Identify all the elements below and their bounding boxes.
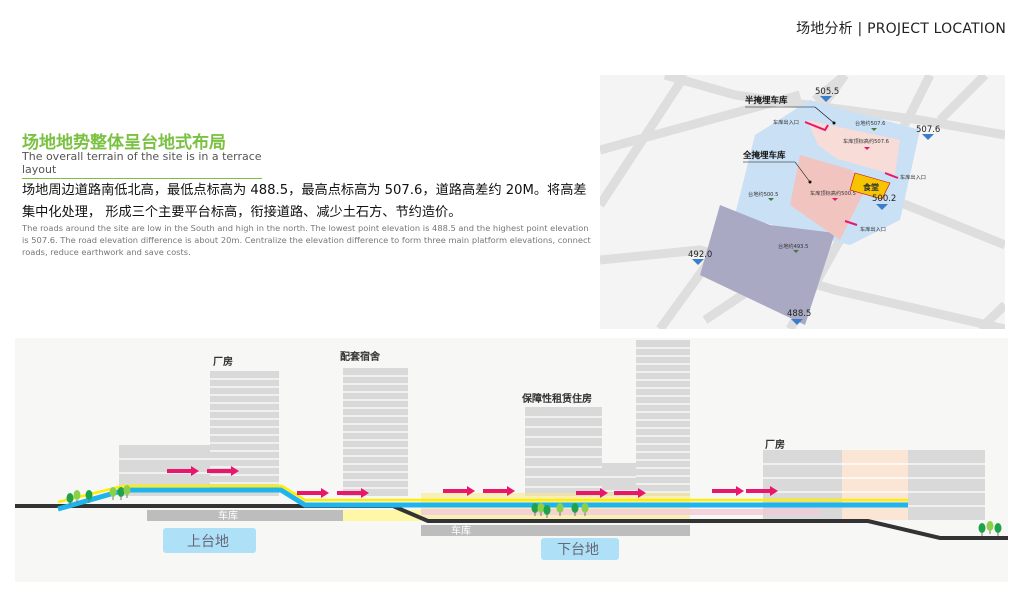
arrow-icon: [297, 488, 329, 498]
tree-icon: [73, 490, 81, 500]
tree-icon: [986, 521, 994, 531]
tree-icon: [543, 505, 551, 515]
platform-label: 台地约500.5: [748, 190, 778, 198]
canteen-label: 食堂: [863, 182, 879, 192]
entrance-label: 车库出入口: [900, 173, 926, 181]
road-line: [57, 487, 908, 512]
building: [908, 450, 985, 520]
lower-terrace-tag: [541, 538, 619, 560]
tree-icon: [978, 523, 986, 533]
elevation-label: 492.0: [688, 250, 712, 260]
description-en: The roads around the site are low in the…: [22, 223, 591, 257]
garage-yellow-zone: [343, 510, 421, 521]
platform-label: 台地约493.5: [778, 242, 808, 250]
tree-icon: [66, 493, 74, 503]
tree-icon: [571, 503, 579, 513]
elevation-label: 500.2: [872, 194, 896, 204]
building-label: 厂房: [765, 438, 785, 451]
tree-icon: [537, 503, 545, 513]
elevation-label: 505.5: [815, 87, 839, 97]
section-title: 场地地势整体呈台地式布局: [22, 133, 226, 153]
entrance-label: 车库出入口: [773, 118, 799, 126]
fully-buried-garage-roof: [790, 155, 865, 240]
upper-terrace-label: 上台地: [187, 534, 229, 550]
semi-buried-garage-callout: 半掩埋车库: [745, 95, 788, 106]
arrow-icon: [483, 486, 515, 496]
arrow-icon: [443, 486, 475, 496]
tree-icon: [117, 487, 125, 497]
pedestrian-path: [57, 484, 908, 504]
entrance-label: 车库出入口: [860, 225, 886, 233]
tree-icon: [994, 523, 1002, 533]
flow-arrows: [167, 466, 778, 498]
lower-platform: [700, 205, 835, 325]
building: [210, 371, 279, 496]
tree-icon: [85, 490, 93, 500]
building: [343, 368, 408, 496]
header-title: 场地分析 | PROJECT LOCATION: [796, 21, 1006, 37]
tree-icon: [556, 503, 564, 513]
roof-label: 车库顶标高约507.6: [843, 137, 889, 145]
garage-label: 车库: [451, 524, 471, 537]
elevation-markers: [692, 96, 934, 325]
section-subtitle: The overall terrain of the site is in a …: [22, 150, 262, 179]
platform-label: 台地约507.6: [855, 119, 885, 127]
building-label: 配套宿舍: [340, 350, 381, 363]
terrain-section: 车库 车库 厂房 配套宿舍 保障性租赁住房 厂房 上台地 下台地: [15, 338, 1008, 582]
semi-buried-garage-roof: [807, 120, 900, 175]
arrow-icon: [712, 486, 744, 496]
garage-label: 车库: [218, 509, 238, 522]
elevation-label: 507.6: [916, 125, 940, 135]
arrow-icon: [167, 466, 199, 476]
garage-lower: [421, 525, 690, 536]
building: [842, 450, 908, 520]
building: [525, 407, 602, 496]
arrow-icon: [337, 488, 369, 498]
building: [636, 340, 690, 496]
garage-upper: [147, 510, 343, 521]
arrow-icon: [207, 466, 239, 476]
upper-terrace-tag: [163, 528, 256, 553]
trees: [66, 485, 1002, 536]
building-label: 保障性租赁住房: [521, 392, 592, 405]
arrow-icon: [746, 486, 778, 496]
lower-terrace-label: 下台地: [557, 542, 599, 558]
roof-label: 车库顶标高约500.5: [810, 189, 856, 197]
description-cn: 场地周边道路南低北高，最低点标高为 488.5，最高点标高为 507.6，道路高…: [22, 183, 587, 220]
canteen-block: [849, 172, 891, 200]
elevation-label: 488.5: [787, 309, 811, 319]
arrow-icon: [576, 488, 608, 498]
fully-buried-garage-callout: 全掩埋车库: [742, 150, 786, 161]
tree-icon: [123, 485, 131, 495]
tree-icon: [109, 487, 117, 497]
site-map: 食堂 半掩埋车库 全掩埋车库 505.5 507.6 500.2 492.0 4…: [600, 75, 1005, 329]
entrance-arrows: [804, 121, 899, 226]
tree-icon: [531, 503, 539, 513]
building-label: 厂房: [213, 355, 233, 368]
tree-icon: [581, 503, 589, 513]
arrow-icon: [614, 488, 646, 498]
